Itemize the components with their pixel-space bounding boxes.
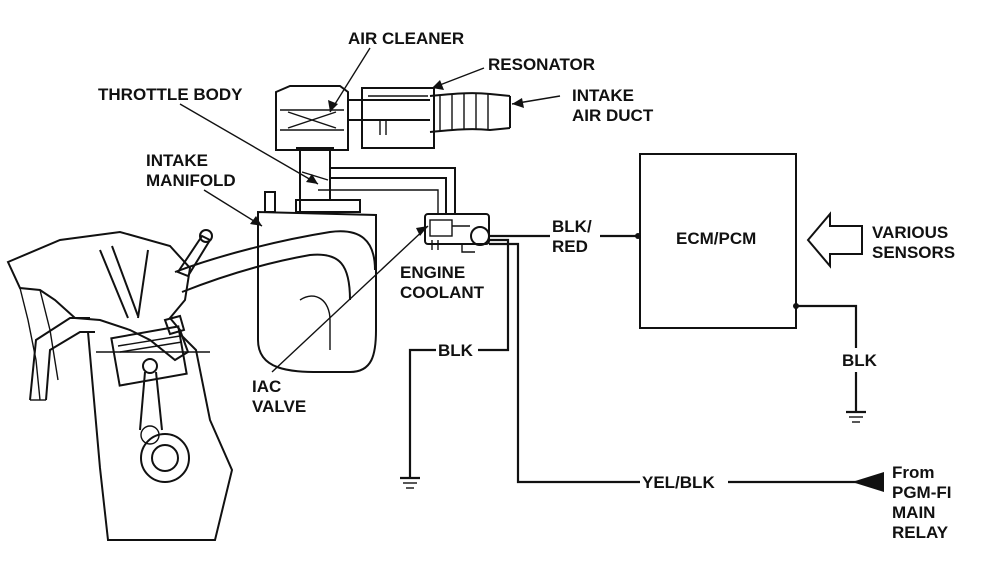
label-various-sensors-1: VARIOUS — [872, 223, 948, 242]
wire-label-yel-blk: YEL/BLK — [642, 473, 715, 492]
iac-valve-drawing — [424, 213, 490, 253]
wire-label-blk-left: BLK — [438, 341, 474, 360]
leader-lines — [179, 47, 561, 373]
label-engine-coolant-1: ENGINE — [400, 263, 465, 282]
wire-label-blk-right: BLK — [842, 351, 878, 370]
source-line-3: MAIN — [892, 503, 935, 522]
resonator-drawing — [361, 87, 511, 149]
label-air-cleaner: AIR CLEANER — [348, 29, 464, 48]
intake-manifold-drawing — [174, 191, 377, 373]
ecm-pcm-box: ECM/PCM — [639, 153, 797, 329]
wire-label-blk-red-2: RED — [552, 237, 588, 256]
label-iac-valve-1: IAC — [252, 377, 281, 396]
source-line-4: RELAY — [892, 523, 949, 542]
wire-label-blk-red-1: BLK/ — [552, 217, 592, 236]
label-intake-manifold-2: MANIFOLD — [146, 171, 236, 190]
label-throttle-body: THROTTLE BODY — [98, 85, 243, 104]
source-line-2: PGM-FI — [892, 483, 952, 502]
label-engine-coolant-2: COOLANT — [400, 283, 485, 302]
engine-drawing — [6, 229, 234, 541]
component-labels: AIR CLEANER RESONATOR INTAKE AIR DUCT TH… — [98, 29, 955, 416]
ecm-pcm-label: ECM/PCM — [676, 229, 756, 248]
label-resonator: RESONATOR — [488, 55, 595, 74]
wire-labels: BLK/ RED BLK BLK YEL/BLK — [436, 214, 882, 492]
throttle-body-drawing — [296, 147, 456, 215]
various-sensors-arrow — [806, 211, 863, 269]
ground-left-icon — [400, 476, 420, 489]
source-line-1: From — [892, 463, 935, 482]
label-various-sensors-2: SENSORS — [872, 243, 955, 262]
label-intake-air-duct-2: AIR DUCT — [572, 106, 654, 125]
source-label: From PGM-FI MAIN RELAY — [892, 463, 952, 542]
label-iac-valve-2: VALVE — [252, 397, 306, 416]
ground-right-icon — [846, 410, 866, 423]
label-intake-air-duct-1: INTAKE — [572, 86, 634, 105]
relay-source-arrow — [852, 472, 884, 492]
label-intake-manifold-1: INTAKE — [146, 151, 208, 170]
